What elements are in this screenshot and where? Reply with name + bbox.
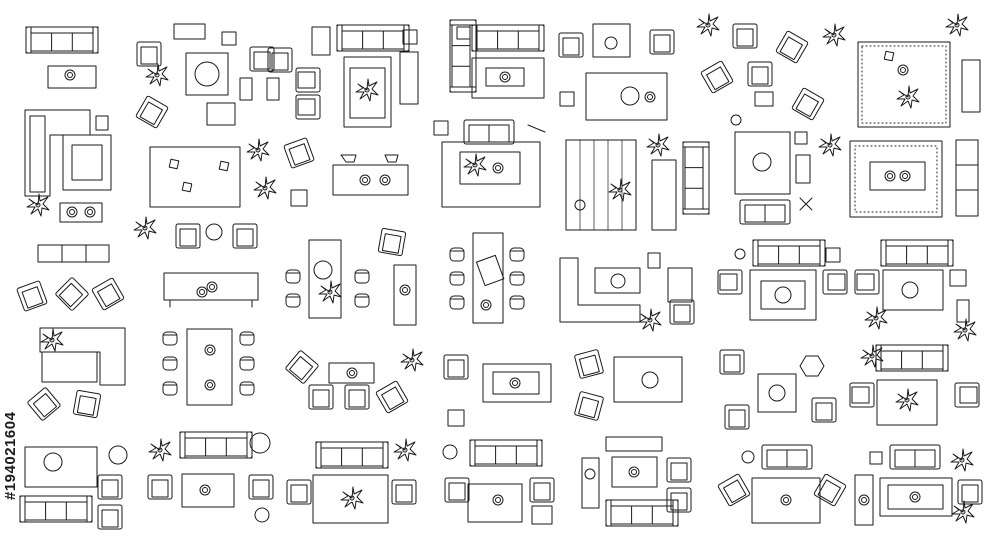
tv-stand-1 bbox=[37, 244, 110, 263]
living-set-7b bbox=[849, 239, 980, 426]
dining-set-2 bbox=[162, 328, 255, 406]
living-set-5 bbox=[558, 23, 677, 231]
living-set-2b bbox=[147, 431, 274, 523]
lounge-set-5 bbox=[573, 348, 692, 527]
living-set-3 bbox=[253, 24, 419, 207]
corner-sofa-5 bbox=[559, 252, 695, 332]
living-set-6 bbox=[682, 13, 846, 225]
image-id-label: #194021604 bbox=[2, 411, 19, 500]
living-set-7 bbox=[849, 13, 981, 218]
living-set-1 bbox=[24, 26, 112, 223]
dining-set-4 bbox=[449, 232, 525, 324]
console-table-2 bbox=[163, 272, 259, 308]
dining-set-3 bbox=[285, 227, 417, 326]
living-set-7c bbox=[854, 444, 983, 526]
lounge-set-3 bbox=[284, 348, 424, 524]
living-set-6b bbox=[717, 239, 848, 430]
living-set-4 bbox=[433, 19, 546, 208]
lounge-set-4 bbox=[442, 354, 555, 525]
living-set-2 bbox=[133, 23, 293, 249]
lounge-set-6 bbox=[717, 444, 847, 524]
armchair-group-1 bbox=[16, 276, 128, 530]
